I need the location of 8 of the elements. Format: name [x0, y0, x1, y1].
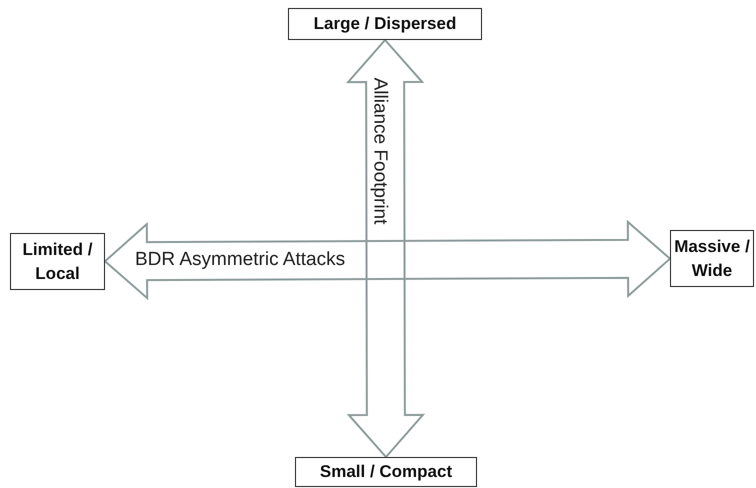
label-box: Massive / Wide: [670, 230, 754, 287]
double-arrow: [346, 38, 426, 459]
label-box: Large / Dispersed: [288, 8, 482, 40]
label-box: Limited / Local: [10, 233, 105, 290]
arrow-label: Alliance Footprint: [368, 78, 390, 224]
arrow-label: BDR Asymmetric Attacks: [135, 249, 346, 271]
label-box: Small / Compact: [295, 457, 477, 487]
double-arrow: [103, 220, 672, 300]
